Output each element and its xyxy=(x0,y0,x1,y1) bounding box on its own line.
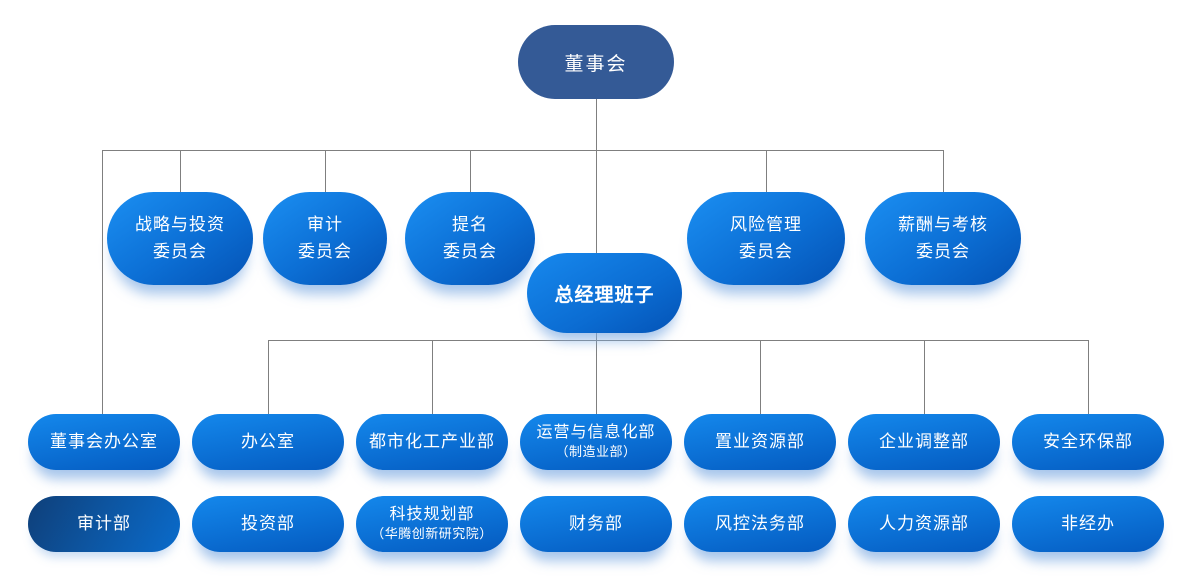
connector-gm-down xyxy=(596,333,597,341)
dept-label: 投资部 xyxy=(241,514,295,534)
dept-label: 风控法务部 xyxy=(715,514,805,534)
node-board: 董事会 xyxy=(518,25,674,99)
node-board-office: 董事会办公室 xyxy=(28,414,180,470)
node-strategy-investment-committee: 战略与投资 委员会 xyxy=(107,192,253,285)
dept-label: 非经办 xyxy=(1061,514,1115,534)
dept-label: 运营与信息化部 xyxy=(536,423,656,441)
connector-audit-committee-drop xyxy=(325,150,326,192)
connector-realty-drop xyxy=(760,340,761,415)
node-enterprise-adjustment-dept: 企业调整部 xyxy=(848,414,1000,470)
connector-safety-drop xyxy=(1088,340,1089,415)
node-human-resources-dept: 人力资源部 xyxy=(848,496,1000,552)
node-safety-environment-dept: 安全环保部 xyxy=(1012,414,1164,470)
committee-label: 薪酬与考核 xyxy=(898,215,988,235)
node-realty-resources-dept: 置业资源部 xyxy=(684,414,836,470)
dept-label: 都市化工产业部 xyxy=(369,432,495,452)
committee-label: 战略与投资 xyxy=(135,215,225,235)
connector-level1-horizontal xyxy=(102,150,943,151)
connector-office-drop xyxy=(268,340,269,415)
node-audit-committee: 审计 委员会 xyxy=(263,192,387,285)
committee-label: 委员会 xyxy=(298,241,352,261)
connector-nomination-drop xyxy=(470,150,471,192)
dept-label: 人力资源部 xyxy=(879,514,969,534)
committee-label: 提名 xyxy=(452,215,488,235)
committee-label: 委员会 xyxy=(153,241,207,261)
dept-label: 办公室 xyxy=(241,432,295,452)
node-risk-management-committee: 风险管理 委员会 xyxy=(687,192,845,285)
node-gm-team-label: 总经理班子 xyxy=(554,284,655,306)
connector-operations-drop xyxy=(596,340,597,415)
node-tech-planning-dept: 科技规划部 （华腾创新研究院） xyxy=(356,496,508,552)
connector-board-down xyxy=(596,99,597,150)
node-finance-dept: 财务部 xyxy=(520,496,672,552)
connector-gm-drop xyxy=(596,150,597,253)
connector-risk-drop xyxy=(766,150,767,192)
dept-sublabel: （制造业部） xyxy=(555,444,637,460)
node-compensation-assessment-committee: 薪酬与考核 委员会 xyxy=(865,192,1021,285)
node-audit-dept: 审计部 xyxy=(28,496,180,552)
connector-compensation-drop xyxy=(943,150,944,192)
node-gm-team: 总经理班子 xyxy=(527,253,682,333)
connector-adjustment-drop xyxy=(924,340,925,415)
committee-label: 委员会 xyxy=(443,241,497,261)
connector-urban-chemical-drop xyxy=(432,340,433,415)
node-urban-chemical-industry-dept: 都市化工产业部 xyxy=(356,414,508,470)
dept-label: 安全环保部 xyxy=(1043,432,1133,452)
dept-label: 企业调整部 xyxy=(879,432,969,452)
dept-label: 置业资源部 xyxy=(715,432,805,452)
committee-label: 委员会 xyxy=(916,241,970,261)
committee-label: 审计 xyxy=(307,215,343,235)
dept-sublabel: （华腾创新研究院） xyxy=(371,526,493,542)
node-board-label: 董事会 xyxy=(564,53,628,75)
node-risk-control-legal-dept: 风控法务部 xyxy=(684,496,836,552)
node-office: 办公室 xyxy=(192,414,344,470)
node-investment-dept: 投资部 xyxy=(192,496,344,552)
dept-label: 财务部 xyxy=(569,514,623,534)
connector-left-drop xyxy=(102,150,103,415)
node-nomination-committee: 提名 委员会 xyxy=(405,192,535,285)
connector-strategy-drop xyxy=(180,150,181,192)
committee-label: 风险管理 xyxy=(730,215,802,235)
connector-level2-horizontal xyxy=(268,340,1089,341)
dept-label: 审计部 xyxy=(77,514,131,534)
dept-label: 董事会办公室 xyxy=(50,432,158,452)
node-non-operating-office: 非经办 xyxy=(1012,496,1164,552)
dept-label: 科技规划部 xyxy=(389,505,475,523)
node-operations-informatization-dept: 运营与信息化部 （制造业部） xyxy=(520,414,672,470)
committee-label: 委员会 xyxy=(739,241,793,261)
